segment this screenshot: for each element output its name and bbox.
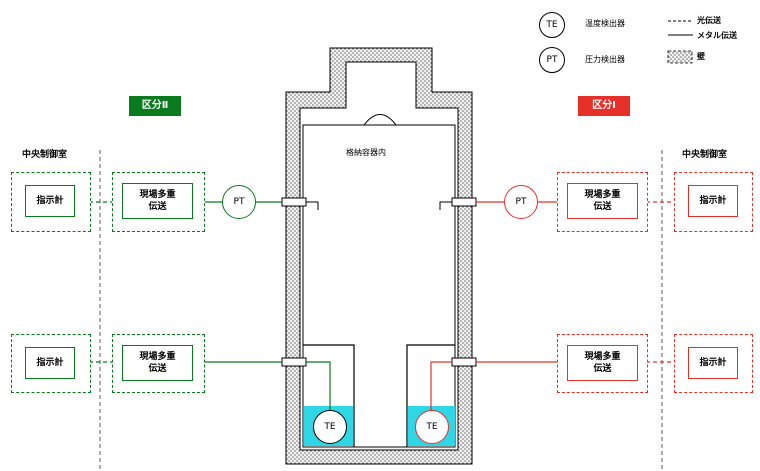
- control-room-left-title: 中央制御室: [22, 150, 68, 160]
- penetration-lower-left: [281, 357, 307, 367]
- pit-wall-right: [406, 344, 455, 447]
- penetration-upper-right: [451, 197, 477, 207]
- division-2-badge: 区分Ⅱ: [129, 96, 181, 116]
- pit-wall-left: [303, 344, 355, 447]
- penetration-lower-right: [451, 357, 477, 367]
- legend-pt-icon: PT: [539, 47, 565, 73]
- control-room-right-title: 中央制御室: [682, 150, 728, 160]
- containment-dome: [363, 114, 397, 126]
- multiplex-upper-left: 現場多重伝送: [122, 183, 193, 219]
- temperature-detector-left: TE: [313, 410, 347, 444]
- pressure-tap-right: [439, 201, 452, 210]
- penetration-upper-left: [281, 197, 307, 207]
- legend-wall-label: 壁: [697, 52, 705, 61]
- containment-wall: [285, 47, 473, 465]
- legend-optical-label: 光伝送: [697, 16, 721, 25]
- division-1-badge: 区分Ⅰ: [578, 96, 630, 116]
- legend-te-icon: TE: [539, 12, 565, 38]
- multiplex-upper-right: 現場多重伝送: [567, 183, 638, 219]
- multiplex-lower-left: 現場多重伝送: [122, 345, 193, 381]
- indicator-lower-left: 指示計: [25, 347, 75, 379]
- indicator-lower-right: 指示計: [688, 347, 738, 379]
- legend-wall-sample: [667, 50, 693, 64]
- indicator-upper-left: 指示計: [25, 185, 75, 217]
- temperature-detector-right: TE: [415, 410, 449, 444]
- containment-label: 格納容器内: [346, 148, 386, 157]
- metal-line-te-left: [306, 361, 331, 412]
- multiplex-lower-right: 現場多重伝送: [567, 345, 638, 381]
- legend-metal-label: メタル伝送: [697, 31, 737, 40]
- legend-te-label: 温度検出器: [585, 19, 625, 28]
- containment-inner: [302, 124, 456, 448]
- pressure-tap-left: [306, 201, 319, 210]
- pressure-detector-right: PT: [504, 185, 538, 219]
- metal-line-te-right: [430, 361, 452, 412]
- pressure-detector-left: PT: [222, 185, 256, 219]
- indicator-upper-right: 指示計: [688, 185, 738, 217]
- legend-pt-label: 圧力検出器: [585, 55, 625, 64]
